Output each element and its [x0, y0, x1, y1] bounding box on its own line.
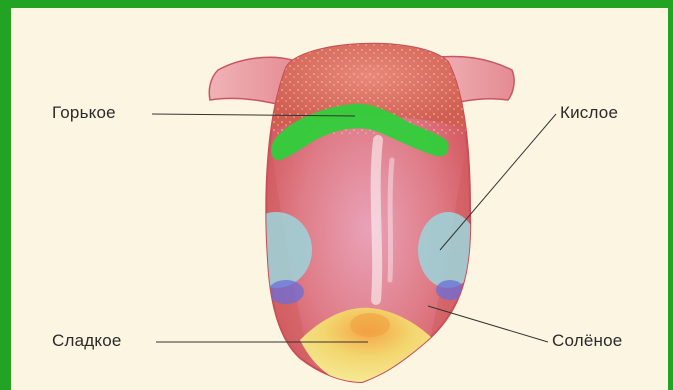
label-bitter: Горькое [52, 103, 116, 123]
sour-zone-right [418, 212, 478, 288]
salty-zone-right [436, 280, 464, 300]
sour-zone-left [240, 212, 312, 288]
center-groove [376, 140, 378, 300]
salty-zone-left [268, 280, 304, 304]
label-sweet: Сладкое [52, 331, 122, 351]
leader-line-salty [428, 306, 548, 342]
label-sour: Кислое [560, 103, 618, 123]
label-salty: Солёное [552, 331, 622, 351]
